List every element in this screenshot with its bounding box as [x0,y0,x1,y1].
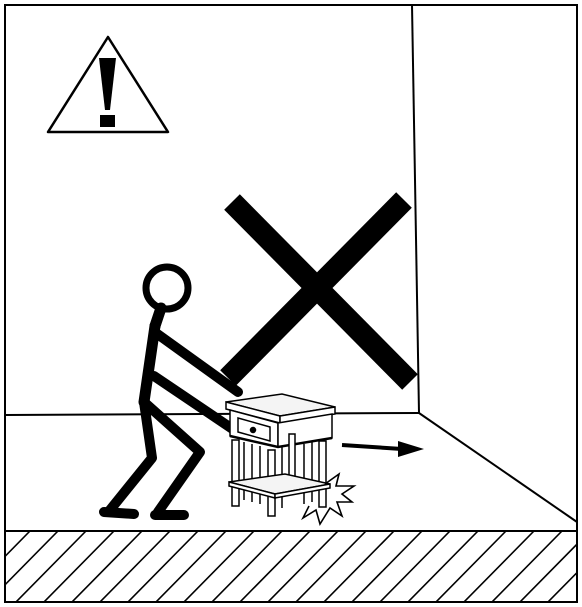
stick-figure [104,267,238,515]
nightstand [226,394,335,516]
figure-torso [144,326,155,402]
back-wall-edge [412,5,419,413]
push-direction-arrow-icon [342,441,424,457]
figure-head [146,267,188,309]
figure-left-foot [104,512,134,514]
cross-out-icon [228,200,410,382]
warning-triangle-icon [48,37,168,132]
floor-hatch [0,531,582,602]
drawer-knob [251,428,256,433]
figure-left-leg [110,402,152,510]
side-floor-edge [419,413,577,522]
